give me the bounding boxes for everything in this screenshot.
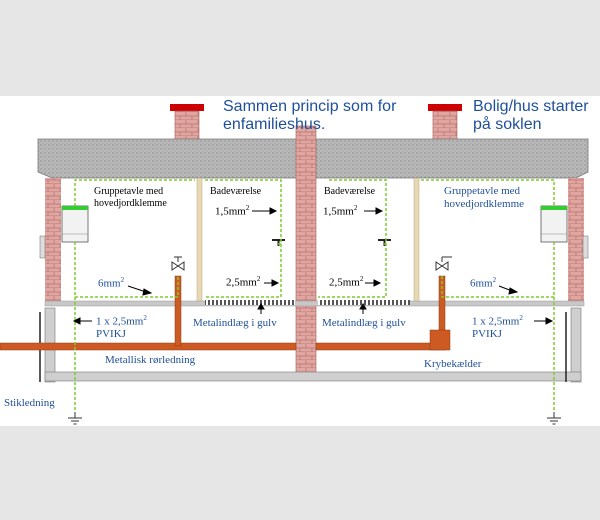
arrows — [72, 207, 554, 325]
right-brick-wall — [568, 178, 584, 304]
panel-right-label-line1: Gruppetavle med — [444, 185, 521, 197]
floor-insert-left-label: Metalindlæg i gulv — [193, 317, 277, 329]
metal-pipe-label: Metallisk rørledning — [105, 354, 196, 366]
central-brick-column — [295, 125, 317, 377]
bathroom-left-label: Badeværelse — [210, 186, 262, 197]
pvikj-left-line1: 1 x 2,5mm2 — [96, 314, 147, 328]
right-title-line1: Bolig/hus starter — [473, 98, 589, 115]
right-chimney-cap — [428, 104, 462, 111]
pvikj-left-line2: PVIKJ — [96, 328, 126, 340]
foundation-right — [570, 307, 582, 383]
wire-size-right-mid: 2,5mm2 — [329, 275, 364, 289]
ground-symbol-icon — [547, 412, 561, 425]
left-brick-wall — [45, 178, 61, 304]
right-title-line2: på soklen — [473, 116, 542, 133]
valve-icon — [171, 256, 185, 271]
left-title-line1: Sammen princip som for — [223, 98, 397, 115]
wire-size-right-small: 1,5mm2 — [323, 204, 358, 218]
wire-size-left-mid: 2,5mm2 — [226, 275, 261, 289]
metal-pipe — [315, 342, 447, 351]
floor-metal-insert — [205, 300, 295, 305]
pipe-elbow — [429, 329, 451, 351]
floor-slab — [44, 300, 585, 307]
panel-left-label-line2: hovedjordklemme — [94, 198, 167, 209]
partition-wall — [196, 177, 203, 305]
panel-left-label-line1: Gruppetavle med — [94, 186, 164, 197]
service-line-label: Stikledning — [4, 397, 55, 409]
metal-pipe — [0, 342, 297, 351]
wire-size-left-small: 1,5mm2 — [215, 204, 250, 218]
wire-size-right-large: 6mm2 — [470, 276, 497, 290]
pvikj-right-line1: 1 x 2,5mm2 — [472, 314, 523, 328]
left-title-line2: enfamilieshus. — [223, 116, 326, 133]
left-chimney — [174, 110, 200, 140]
right-chimney — [432, 110, 458, 140]
ground-symbol-icon — [68, 412, 82, 425]
right-distribution-board — [540, 205, 589, 259]
ground-wires — [74, 179, 555, 412]
faucet-icon — [378, 239, 391, 246]
left-chimney-cap — [170, 104, 204, 111]
pipe-riser — [174, 275, 182, 347]
crawlspace-label: Krybekælder — [424, 358, 482, 370]
floor-metal-insert — [318, 300, 410, 305]
panel-right-label-line2: hovedjordklemme — [444, 198, 525, 210]
valve-icon — [435, 256, 452, 271]
wire-size-left-large: 6mm2 — [98, 276, 125, 290]
foundation-bottom — [44, 371, 582, 382]
faucet-icon — [272, 239, 285, 246]
bathroom-right-label: Badeværelse — [324, 186, 376, 197]
partition-wall — [413, 177, 420, 305]
pipe-riser — [438, 275, 446, 337]
pvikj-right-line2: PVIKJ — [472, 328, 502, 340]
floor-insert-right-label: Metalindlæg i gulv — [322, 317, 406, 329]
